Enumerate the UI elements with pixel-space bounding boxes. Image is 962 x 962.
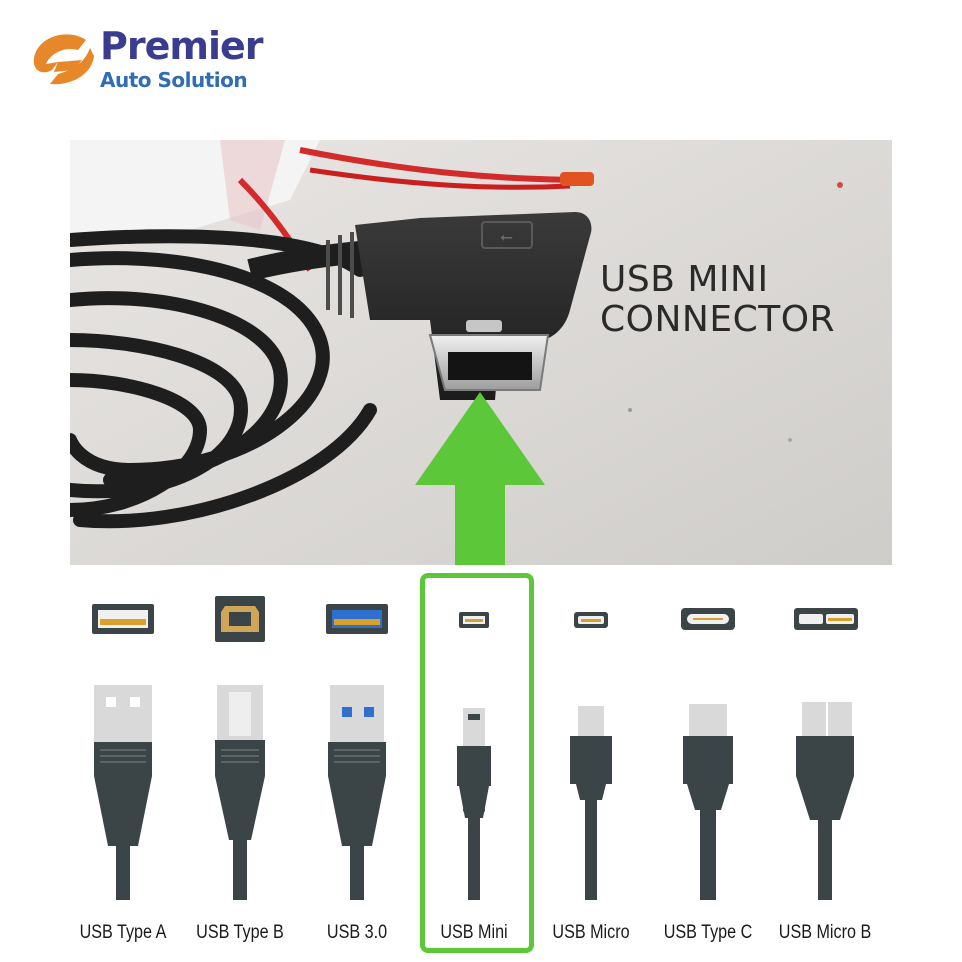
usb-type-b-item: USB Type B [185,570,295,962]
usb-type-a-label: USB Type A [79,922,167,943]
svg-text:⭠: ⭠ [500,227,513,246]
usb-micro-b-icon [794,608,858,900]
usb-mini-icon [457,612,491,900]
premier-logo-mark-icon [33,34,94,85]
usb-type-a-item: USB Type A [68,570,178,962]
usb-micro-icon [570,612,612,900]
usb-micro-item: USB Micro [536,570,646,962]
photo-caption-line1: USB MINI [600,259,769,300]
usb-mini-item: USB Mini [419,570,529,962]
brand-name: Premier [100,24,263,68]
photo-caption-line2: CONNECTOR [600,299,836,340]
usb-mini-cable-photo: ⭠ USB MINI CONNECTOR [70,140,892,565]
usb-type-b-icon [215,596,265,900]
photo-caption: USB MINI CONNECTOR [600,260,835,340]
brand-tagline: Auto Solution [100,68,248,92]
usb-type-c-item: USB Type C [653,570,763,962]
usb-micro-b-item: USB Micro B [770,570,880,962]
usb-mini-highlight [420,573,534,953]
usb-micro-b-label: USB Micro B [778,922,872,943]
usb-3-item: USB 3.0 [302,570,412,962]
usb-type-c-label: USB Type C [663,922,753,943]
usb-3-icon [326,604,388,900]
usb-type-b-label: USB Type B [196,922,284,943]
usb-mini-label: USB Mini [440,922,508,943]
usb-type-a-icon [92,604,154,900]
usb-3-label: USB 3.0 [326,922,388,943]
usb-types-row: USB Type A USB Type B [60,570,902,962]
usb-micro-label: USB Micro [552,922,630,943]
brand-logo: Premier Auto Solution [28,22,288,102]
usb-type-c-icon [681,608,735,900]
